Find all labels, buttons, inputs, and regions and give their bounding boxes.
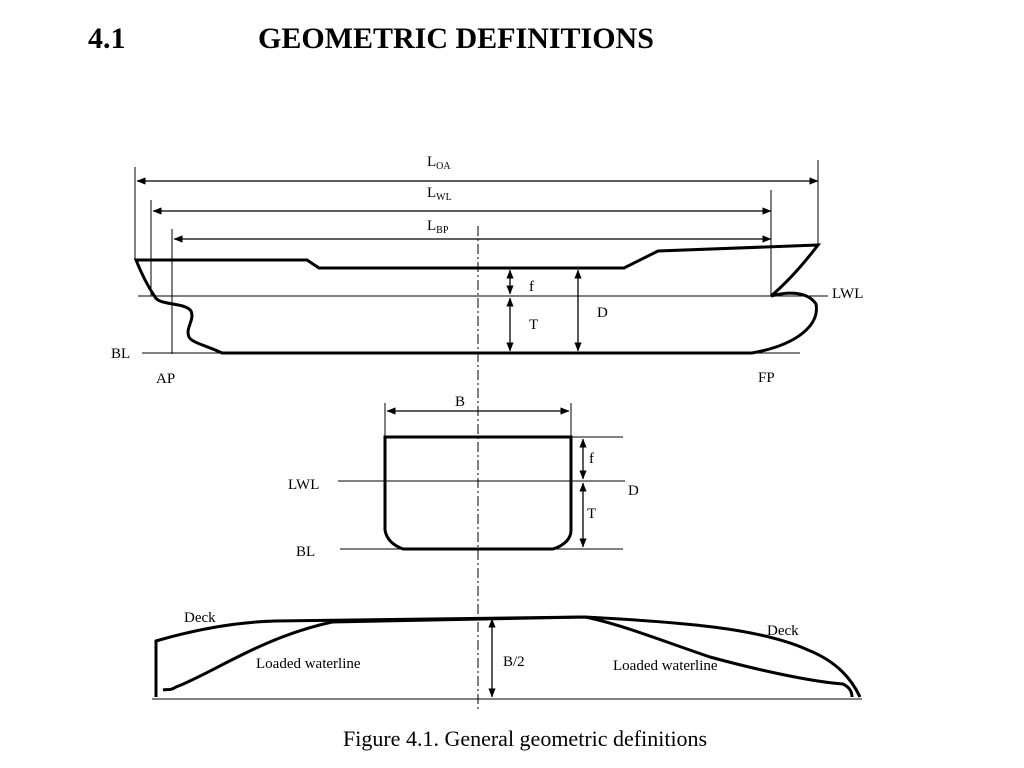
- profile-waterline-label: LWL: [832, 286, 863, 302]
- deck-label-aft: Deck: [184, 610, 216, 626]
- profile-draft-label: T: [529, 317, 538, 333]
- profile-depth-label: D: [597, 305, 608, 321]
- profile-view: LOA LWL LBP f T D LWL BL AP FP: [111, 154, 863, 387]
- deck-label-fwd: Deck: [767, 623, 799, 639]
- section-freeboard-label: f: [589, 451, 594, 467]
- lwl-label: LWL: [427, 185, 452, 203]
- fp-label: FP: [758, 370, 775, 386]
- profile-freeboard-label: f: [529, 279, 534, 295]
- half-beam-label: B/2: [503, 654, 525, 670]
- deck-outline: [154, 615, 862, 698]
- loaded-waterline-label-aft: Loaded waterline: [256, 656, 361, 672]
- ap-label: AP: [156, 371, 175, 387]
- midship-section-outline: [383, 435, 573, 551]
- profile-baseline-label: BL: [111, 346, 130, 362]
- section-baseline-label: BL: [296, 544, 315, 560]
- beam-label: B: [455, 394, 465, 410]
- loa-label: LOA: [427, 154, 451, 172]
- section-waterline-label: LWL: [288, 477, 319, 493]
- midship-section: B f T D LWL BL: [288, 394, 639, 560]
- plan-view: B/2 Deck Deck Loaded waterline Loaded wa…: [152, 610, 862, 700]
- lbp-label: LBP: [427, 218, 449, 236]
- section-draft-label: T: [587, 506, 596, 522]
- loaded-waterline-outline: [162, 615, 854, 698]
- section-title: GEOMETRIC DEFINITIONS: [258, 22, 654, 55]
- hull-profile-outline: [133, 243, 822, 355]
- section-number: 4.1: [88, 22, 126, 55]
- loaded-waterline-label-fwd: Loaded waterline: [613, 658, 718, 674]
- figure-caption: Figure 4.1. General geometric definition…: [343, 726, 708, 751]
- section-depth-label: D: [628, 483, 639, 499]
